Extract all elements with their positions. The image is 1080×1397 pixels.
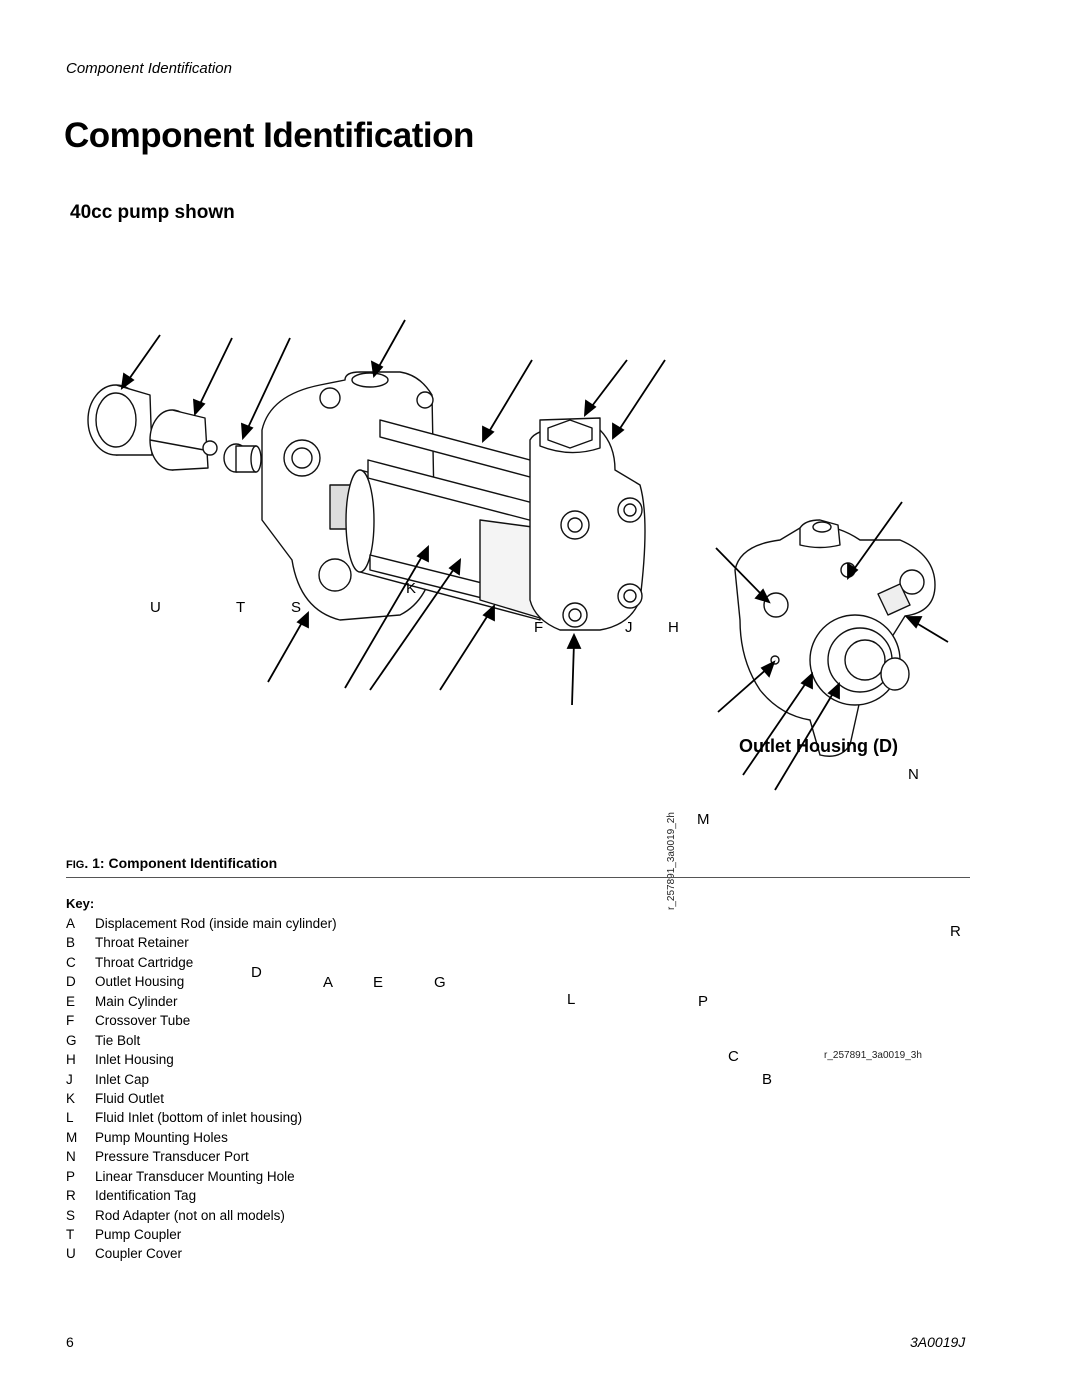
key-text: Pump Coupler [95,1227,182,1242]
callout-b: B [762,1071,773,1088]
key-letter: A [66,916,76,931]
key-heading: Key: [66,896,95,911]
callout-e: E [373,974,384,991]
key-item: P Linear Transducer Mounting Hole [66,1167,337,1186]
key-item: L Fluid Inlet (bottom of inlet housing) [66,1108,337,1127]
pump-illustration [87,319,949,791]
callout-m: M [697,811,710,828]
key-list: A Displacement Rod (inside main cylinder)… [66,914,337,1264]
rod-adapter-drawing [223,443,262,473]
coupler-cover-drawing [87,384,153,456]
running-head: Component Identification [66,60,232,77]
key-text: Inlet Housing [95,1052,174,1068]
key-letter: P [66,1168,76,1184]
key-letter: T [66,1227,75,1242]
key-item: D Outlet Housing [66,972,337,991]
key-text: Pressure Transducer Port [95,1149,249,1165]
key-item: A Displacement Rod (inside main cylinder) [66,914,337,933]
key-letter: U [66,1246,76,1262]
key-item: H Inlet Housing [66,1050,337,1069]
main-cylinder-drawing [345,419,561,621]
key-item: E Main Cylinder [66,992,337,1011]
key-letter: J [66,1071,73,1087]
page-number: 6 [66,1334,74,1350]
pump-coupler-drawing [149,409,218,471]
key-letter: M [66,1129,78,1145]
key-item: N Pressure Transducer Port [66,1147,337,1166]
key-text: Rod Adapter (not on all models) [95,1207,285,1223]
callout-p: P [698,993,709,1010]
callout-s: S [291,599,302,616]
outlet-housing-end-view [734,519,936,757]
section-heading: 40cc pump shown [70,202,235,223]
key-item: B Throat Retainer [66,933,337,952]
figure-caption-text: . 1: Component Identification [84,855,278,871]
callout-f: F [534,619,544,636]
callout-d: D [251,964,262,981]
key-item: S Rod Adapter (not on all models) [66,1206,337,1225]
figure-id-side: r_257891_3a0019_2h [666,812,677,910]
key-text: Crossover Tube [95,1013,191,1029]
pump-figure: U T S K F J H D A E G L N M R P C B Outl… [0,280,1080,1087]
key-item: R Identification Tag [66,1186,337,1205]
callout-u: U [150,599,161,616]
key-letter: S [66,1207,76,1223]
key-text: Outlet Housing [95,974,185,990]
figure-caption-prefix: FIG [66,859,85,871]
inlet-housing-drawing [529,417,646,631]
key-text: Fluid Inlet (bottom of inlet housing) [95,1110,303,1126]
key-letter: F [66,1013,75,1029]
key-text: Coupler Cover [95,1246,183,1262]
key-item: U Coupler Cover [66,1244,337,1263]
callout-g: G [434,974,446,991]
key-item: F Crossover Tube [66,1011,337,1030]
callout-a: A [323,974,334,991]
callout-t: T [236,599,246,616]
key-text: Displacement Rod (inside main cylinder) [95,916,337,931]
callout-k: K [406,580,417,597]
document-number: 3A0019J [910,1334,966,1350]
key-item: K Fluid Outlet [66,1089,337,1108]
key-letter: K [66,1090,76,1106]
key-text: Inlet Cap [95,1071,150,1087]
key-letter: D [66,974,76,990]
key-letter: E [66,993,76,1009]
key-letter: C [66,954,76,970]
key-letter: N [66,1149,76,1165]
callout-j: J [625,619,633,636]
key-text: Identification Tag [95,1188,197,1204]
figure-id-end: r_257891_3a0019_3h [824,1050,922,1061]
callout-n: N [908,766,919,783]
key-letter: B [66,935,76,951]
key-item: C Throat Cartridge [66,953,337,972]
key-text: Main Cylinder [95,993,178,1009]
callout-r: R [950,923,961,940]
key-letter: L [66,1110,74,1126]
callout-l: L [567,991,576,1008]
caption-rule [66,877,970,878]
key-letter: G [66,1032,77,1048]
key-letter: R [66,1188,76,1204]
key-text: Tie Bolt [95,1032,141,1048]
key-text: Fluid Outlet [95,1090,165,1106]
key-text: Throat Retainer [95,935,189,951]
key-text: Linear Transducer Mounting Hole [95,1168,295,1184]
key-text: Pump Mounting Holes [95,1129,228,1145]
key-item: T Pump Coupler [66,1225,337,1244]
key-letter: H [66,1052,76,1068]
key-text: Throat Cartridge [95,954,194,970]
callout-h: H [668,619,679,636]
key-item: J Inlet Cap [66,1070,337,1089]
callout-leaders [120,319,949,791]
key-item: M Pump Mounting Holes [66,1128,337,1147]
key-item: G Tie Bolt [66,1031,337,1050]
outlet-housing-label: Outlet Housing (D) [739,736,898,756]
page-title: Component Identification [64,116,474,155]
callout-c: C [728,1048,739,1065]
figure-caption: FIG. 1: Component Identification [66,855,277,871]
